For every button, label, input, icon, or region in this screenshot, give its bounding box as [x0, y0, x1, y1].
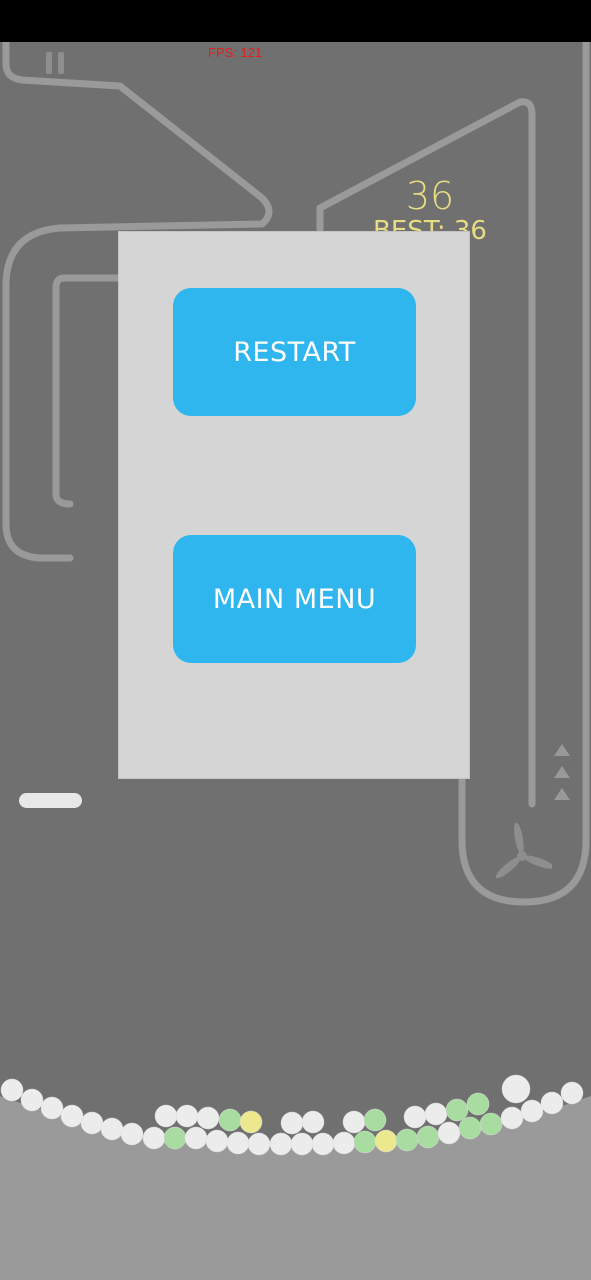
- ball: [239, 1110, 263, 1134]
- track-right-rail: [316, 98, 536, 808]
- ball: [403, 1105, 427, 1129]
- ball: [290, 1132, 314, 1156]
- ball: [332, 1131, 356, 1155]
- ball: [20, 1088, 44, 1112]
- main-menu-button[interactable]: MAIN MENU: [173, 535, 416, 663]
- ball: [342, 1110, 366, 1134]
- ball: [142, 1126, 166, 1150]
- fan-icon: [496, 822, 552, 878]
- ball: [458, 1116, 482, 1140]
- pause-button[interactable]: [42, 50, 68, 78]
- ball: [40, 1096, 64, 1120]
- pause-dialog: RESTART MAIN MENU: [118, 231, 470, 779]
- ball: [0, 1078, 24, 1102]
- ball: [466, 1092, 490, 1116]
- ball: [196, 1106, 220, 1130]
- ball: [560, 1081, 584, 1105]
- ball: [301, 1110, 325, 1134]
- restart-button[interactable]: RESTART: [173, 288, 416, 416]
- ball: [424, 1102, 448, 1126]
- ball: [445, 1098, 469, 1122]
- ball: [226, 1131, 250, 1155]
- ball: [479, 1112, 503, 1136]
- ball: [269, 1132, 293, 1156]
- track-inner-rail: [52, 274, 154, 508]
- ball: [120, 1122, 144, 1146]
- fps-counter: FPS: 121: [208, 45, 263, 60]
- track-left-zigzag: [2, 42, 273, 562]
- ball: [100, 1117, 124, 1141]
- ball-pit: [0, 1074, 591, 1280]
- ball: [218, 1108, 242, 1132]
- ball: [175, 1104, 199, 1128]
- ball: [540, 1091, 564, 1115]
- ball: [60, 1104, 84, 1128]
- ball: [184, 1126, 208, 1150]
- paddle[interactable]: [19, 793, 82, 808]
- ball: [280, 1111, 304, 1135]
- up-arrow-icon: [554, 744, 570, 800]
- ball: [437, 1121, 461, 1145]
- ball: [520, 1099, 544, 1123]
- ball: [163, 1126, 187, 1150]
- ball: [395, 1128, 419, 1152]
- track-layer: [2, 42, 590, 906]
- ball: [80, 1111, 104, 1135]
- ball: [205, 1129, 229, 1153]
- ball: [353, 1130, 377, 1154]
- score: 36: [405, 174, 455, 218]
- ball: [500, 1106, 524, 1130]
- ball: [311, 1132, 335, 1156]
- game-area[interactable]: FPS: 121 36 BEST: 36 RESTART MAIN MENU: [0, 42, 591, 1280]
- track-right-wall: [458, 42, 590, 906]
- ball: [363, 1108, 387, 1132]
- ball: [374, 1129, 398, 1153]
- ball: [247, 1132, 271, 1156]
- ball: [154, 1104, 178, 1128]
- ball: [416, 1125, 440, 1149]
- ball: [501, 1074, 531, 1104]
